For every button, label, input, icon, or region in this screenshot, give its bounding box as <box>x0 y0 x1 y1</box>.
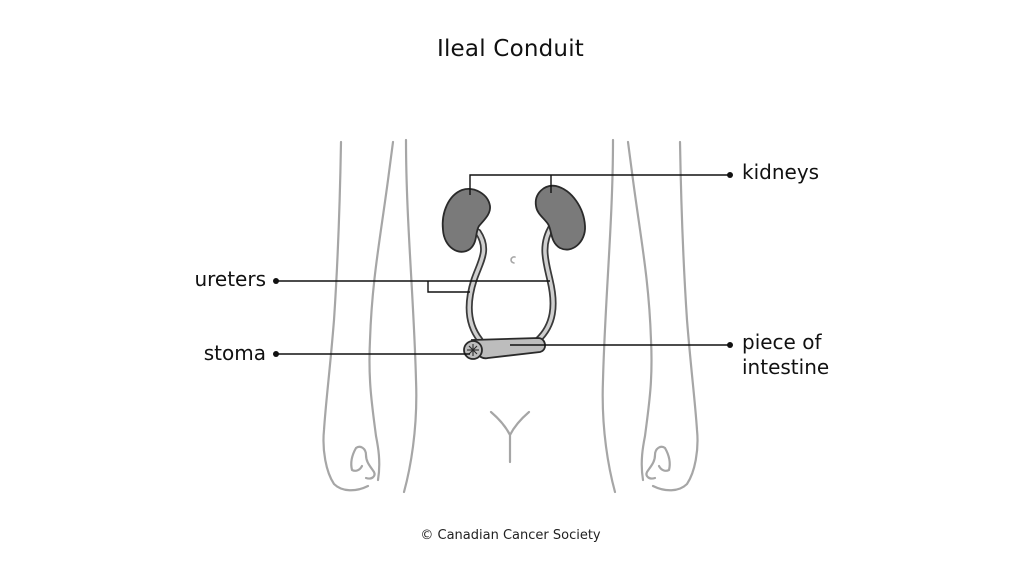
right-kidney <box>534 184 586 251</box>
label-stoma: stoma <box>203 341 266 365</box>
leader-lines <box>273 172 733 357</box>
left-arm-outer <box>322 140 370 492</box>
label-kidneys: kidneys <box>742 160 820 184</box>
navel <box>510 256 516 264</box>
intestine-tube <box>470 337 546 360</box>
ureters <box>465 222 557 344</box>
groin-line <box>489 410 531 464</box>
left-ureter-inner <box>467 230 486 342</box>
right-ureter-inner <box>536 224 555 342</box>
intestine-leader-dot <box>727 342 733 348</box>
left-kidney <box>441 188 491 253</box>
stoma-leader-dot <box>273 351 279 357</box>
left-arm-inner <box>368 140 395 482</box>
ureters-leader-dot <box>273 278 279 284</box>
stoma-icon <box>467 344 479 356</box>
right-arm-outer <box>651 140 699 492</box>
intestine-conduit <box>463 337 546 360</box>
right-torso-side <box>601 138 617 494</box>
kidneys-leader <box>469 174 730 195</box>
copyright-credit: © Canadian Cancer Society <box>420 528 601 543</box>
right-arm-inner <box>626 140 653 482</box>
diagram-title: Ileal Conduit <box>436 36 584 62</box>
label-intestine-line2: intestine <box>742 355 830 379</box>
kidneys-leader-dot <box>727 172 733 178</box>
body-outline <box>322 138 699 494</box>
kidneys <box>441 184 586 253</box>
right-hand <box>645 445 671 480</box>
label-intestine-line1: piece of <box>742 330 822 354</box>
left-hand <box>350 445 376 480</box>
left-torso-side <box>402 138 418 494</box>
label-intestine: piece of intestine <box>742 330 829 380</box>
ureters-leader <box>276 280 550 293</box>
label-ureters: ureters <box>194 267 266 291</box>
